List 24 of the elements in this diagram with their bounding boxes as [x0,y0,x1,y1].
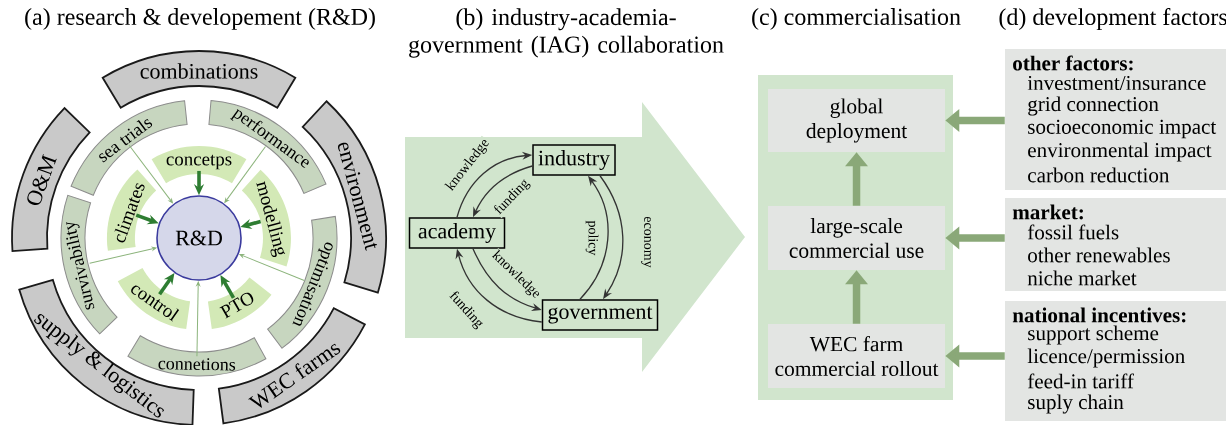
factor-box: market: fossil fuels other renewables niche market [1005,198,1226,291]
ring-segment: modelling [241,169,291,267]
panel-title: (c) commercialisation [752,8,961,30]
arrow [128,144,173,204]
arrow [196,281,201,357]
arrow [239,253,305,282]
ring-segment: PTO [207,277,272,330]
factor-box: national incentives: support scheme licence/permission feed-in tariff suply chain [1005,301,1226,421]
ring-segment: concetps [151,146,247,184]
stage-box: large-scale commercial use [768,206,945,270]
stage-box: WEC farm commercial rollout [768,324,945,388]
factor-box: other factors: investment/insurance grid connection socioeconomic impact environmental impact carbon reduction [1005,49,1226,190]
label-box: government [541,299,659,331]
label-box: academy [408,217,506,249]
label-box: industry [532,144,616,176]
ring-segment: combinations [101,50,297,109]
panel-title: (b) industry-academia-government (IAG) collaboration [409,8,724,58]
arrow [158,273,175,296]
panel-title: (a) research & developement (R&D) [25,8,375,30]
arrow [89,246,157,264]
ring-segment: climates [107,169,157,251]
arrow [224,145,266,203]
edge-label: economy [640,215,652,269]
stage-box: global deployment [768,89,945,152]
